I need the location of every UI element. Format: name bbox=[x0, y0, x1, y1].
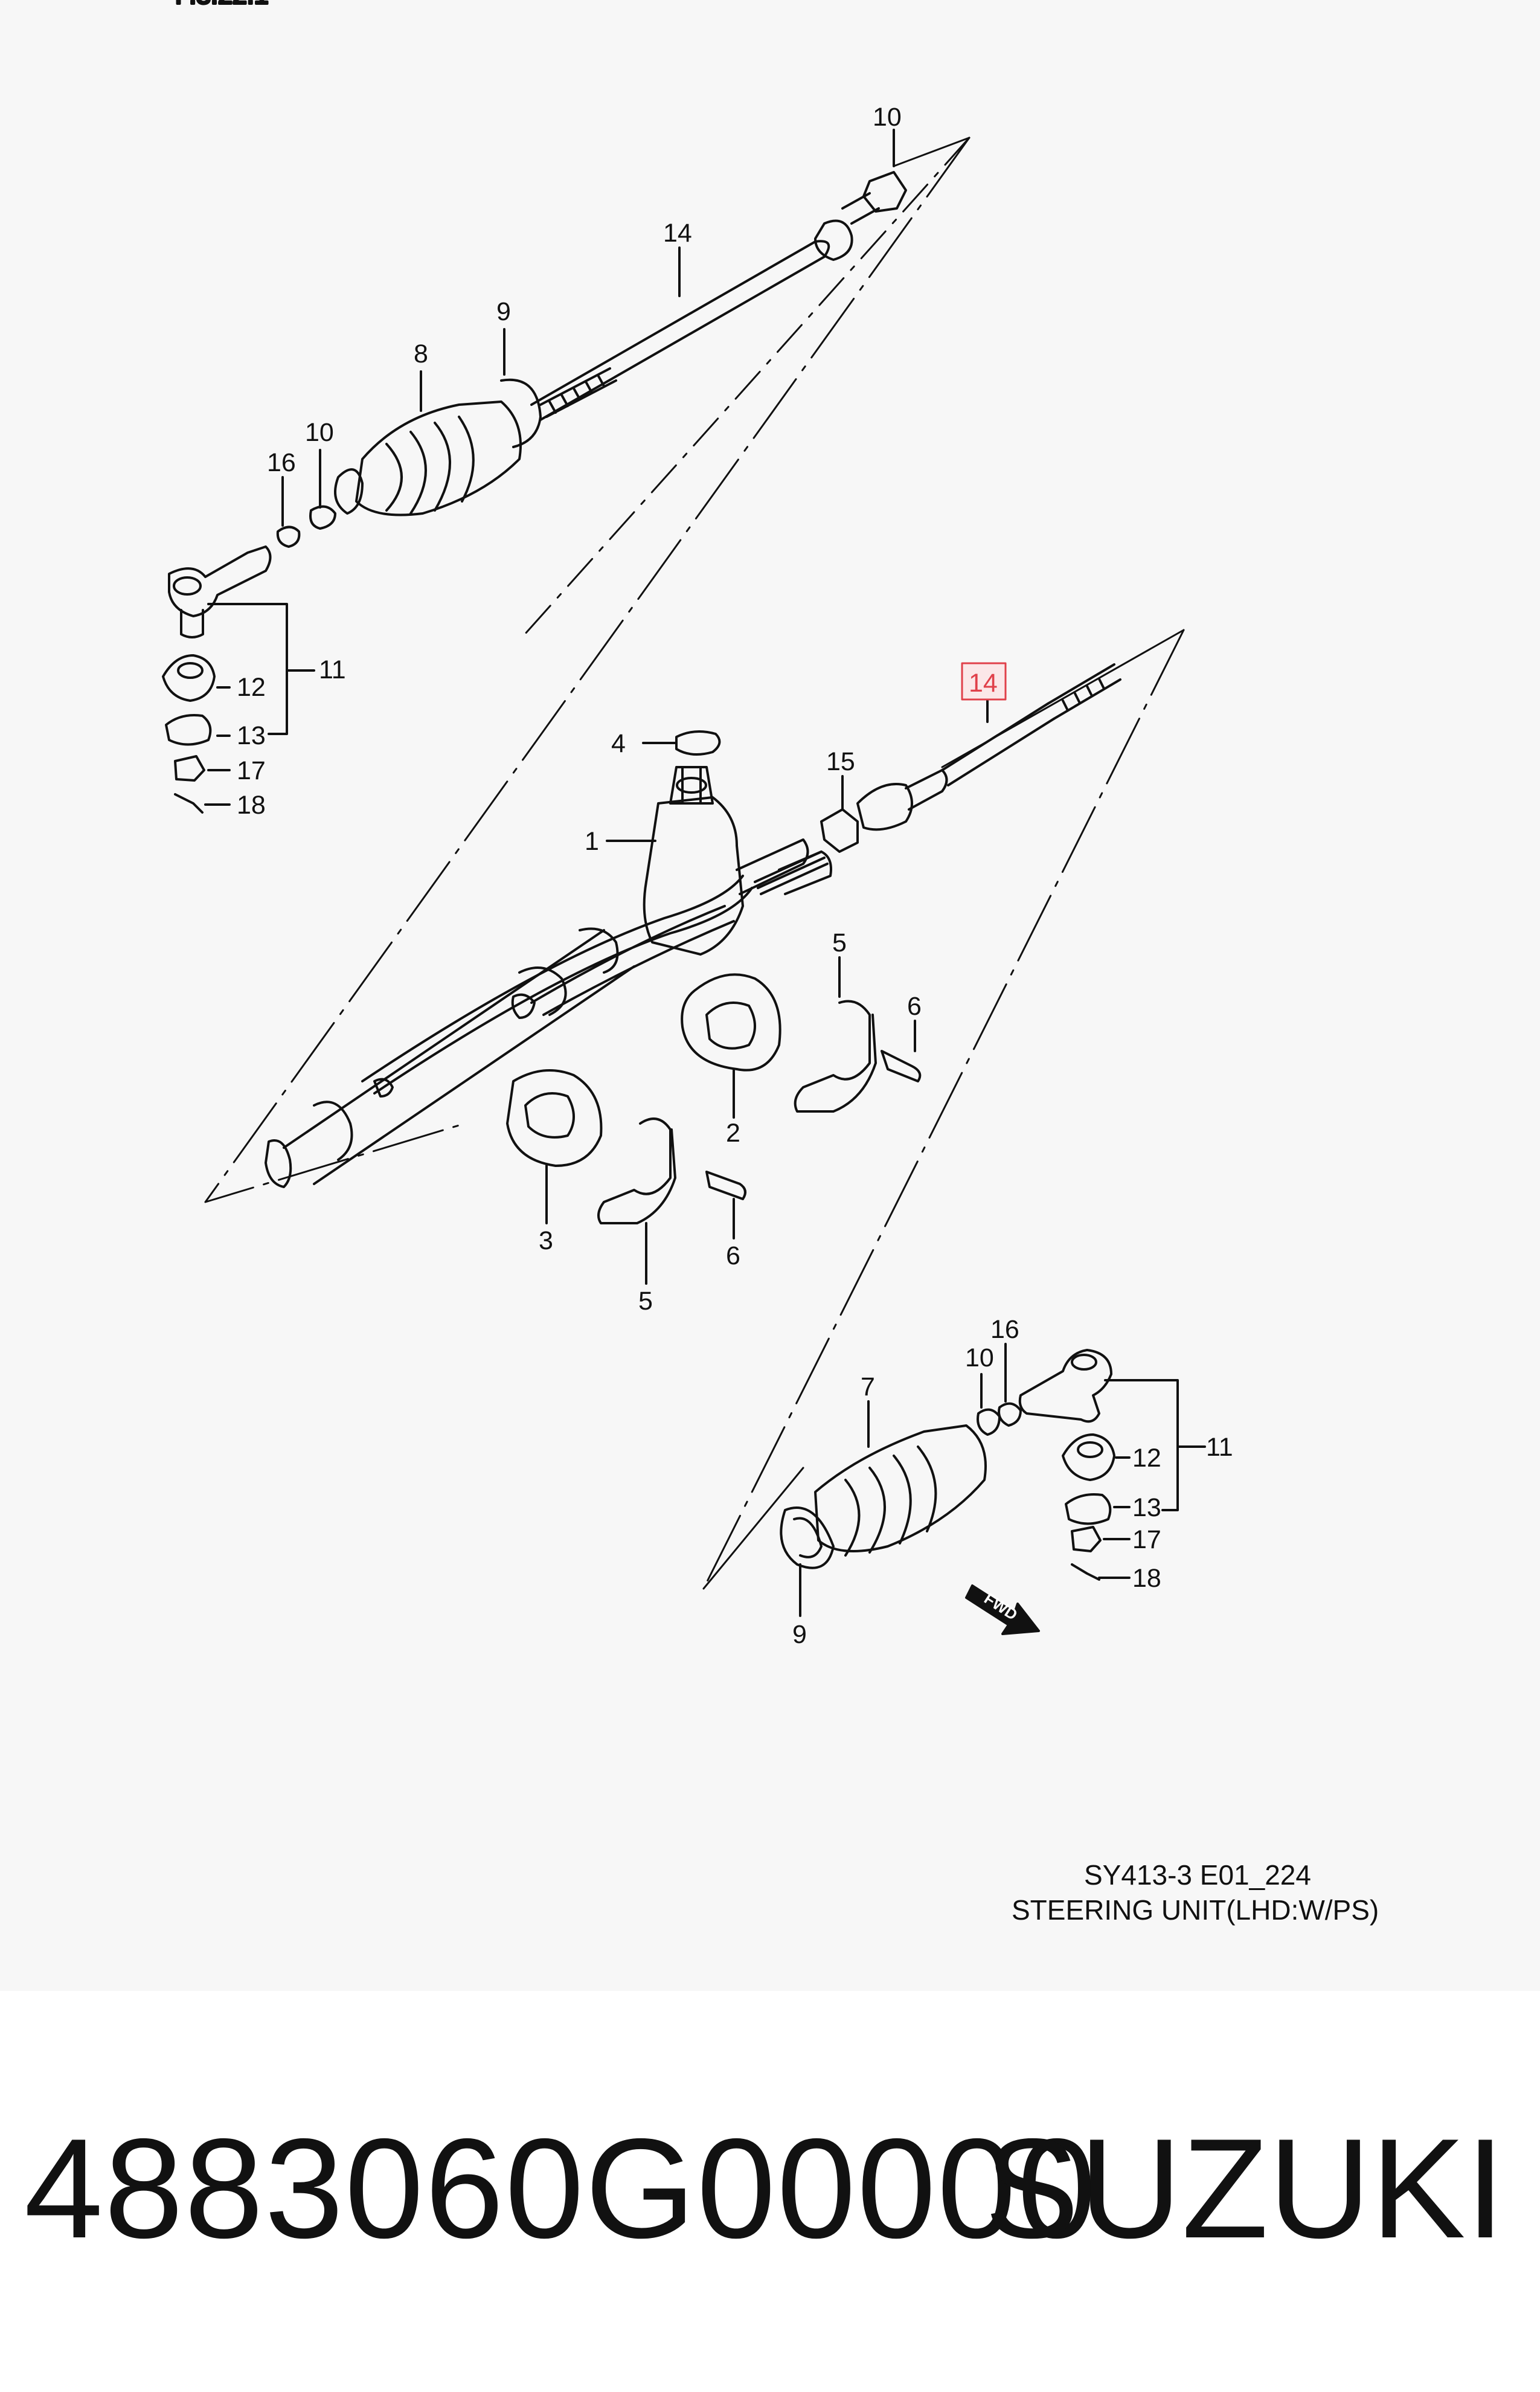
bracket-5-right bbox=[794, 1000, 877, 1113]
brand-name: SUZUKI bbox=[984, 2109, 1505, 2268]
phantom-line-top bbox=[518, 137, 971, 641]
diagram-caption: SY413-3 E01_224 STEERING UNIT(LHD:W/PS) bbox=[1012, 1859, 1379, 1926]
callout-16-left: 16 bbox=[267, 448, 296, 477]
callout-17-left: 17 bbox=[237, 756, 266, 785]
boot-clamp-9-bottom bbox=[780, 1506, 835, 1569]
callout-labels: 10 14 9 8 10 16 11 12 13 17 18 4 1 15 14… bbox=[237, 103, 1233, 1649]
footer-bar bbox=[0, 1991, 1540, 2392]
part-number: 4883060G00000 bbox=[24, 2109, 1098, 2268]
inner-tie-rod-top bbox=[530, 240, 830, 421]
callout-13-right: 13 bbox=[1132, 1493, 1161, 1522]
lower-right-assembly bbox=[702, 1343, 1206, 1635]
phantom-line-bottom bbox=[702, 1467, 804, 1590]
seal-ring-13-right bbox=[1065, 1493, 1112, 1525]
pipe-lines bbox=[361, 875, 753, 1095]
callout-16-right: 16 bbox=[990, 1315, 1019, 1344]
callout-3: 3 bbox=[539, 1226, 553, 1255]
callout-6-right: 6 bbox=[907, 992, 922, 1021]
callout-14-highlighted[interactable]: 14 bbox=[969, 669, 998, 698]
caption-code: SY413-3 E01_224 bbox=[1084, 1859, 1311, 1891]
fwd-arrow bbox=[965, 1584, 1040, 1635]
callout-13-left: 13 bbox=[237, 721, 266, 750]
bolt-6-bottom bbox=[705, 1171, 746, 1200]
rack-housing-1 bbox=[283, 929, 635, 1185]
callout-11-left: 11 bbox=[319, 655, 346, 684]
callout-8: 8 bbox=[414, 339, 428, 368]
locknut-15 bbox=[820, 808, 859, 853]
callout-10-right: 10 bbox=[965, 1343, 994, 1372]
callout-5-right: 5 bbox=[832, 928, 847, 957]
valve-body bbox=[643, 796, 744, 956]
callout-10-left: 10 bbox=[305, 418, 334, 447]
callout-11-right: 11 bbox=[1206, 1433, 1233, 1462]
parts-diagram: P.3.22.1 bbox=[162, 0, 1379, 1926]
bracket-5-bottom bbox=[597, 1117, 676, 1224]
castle-nut-17-left bbox=[174, 755, 205, 782]
boot-8 bbox=[355, 400, 522, 516]
callout-7: 7 bbox=[861, 1372, 875, 1401]
callout-15: 15 bbox=[826, 747, 855, 776]
tie-rod-end-left bbox=[168, 545, 272, 617]
tie-rod-end-right bbox=[1018, 1349, 1112, 1423]
callout-18-left: 18 bbox=[237, 791, 266, 820]
callout-1: 1 bbox=[585, 827, 599, 856]
page-header-text: P.3.22.1 bbox=[175, 0, 269, 10]
callout-5-bottom: 5 bbox=[638, 1287, 653, 1316]
diagram-panel: P.3.22.1 bbox=[162, 0, 1379, 1926]
dust-seal-12-right bbox=[1062, 1433, 1115, 1481]
callout-18-right: 18 bbox=[1132, 1564, 1161, 1593]
callout-12-right: 12 bbox=[1132, 1444, 1161, 1473]
bushing-2 bbox=[681, 973, 781, 1072]
nut-10-right bbox=[977, 1408, 1001, 1436]
dust-seal-12-left bbox=[162, 654, 216, 702]
castle-nut-17-right bbox=[1071, 1526, 1102, 1552]
thread-top bbox=[539, 367, 617, 418]
boot-clamp-9-top bbox=[500, 378, 542, 448]
callout-14-top: 14 bbox=[663, 219, 692, 248]
callout-9-top: 9 bbox=[496, 297, 511, 326]
rack-housing-assembly bbox=[204, 137, 1185, 1590]
seal-ring-13-left bbox=[165, 714, 212, 746]
washer-16-right bbox=[998, 1402, 1022, 1427]
bolt-6-right bbox=[881, 1050, 922, 1082]
cotter-pin-18-right bbox=[1071, 1563, 1100, 1581]
washer-16-left bbox=[276, 526, 301, 548]
callout-12-left: 12 bbox=[237, 673, 266, 702]
callout-4: 4 bbox=[611, 729, 626, 758]
lock-nut-10-top bbox=[862, 171, 907, 213]
cotter-pin-18-left bbox=[174, 793, 204, 814]
phantom-line-left bbox=[204, 137, 971, 1203]
highlight-box-14 bbox=[961, 662, 1007, 701]
upper-left-assembly bbox=[162, 129, 971, 814]
thread-14 bbox=[1047, 663, 1121, 720]
boot-7 bbox=[814, 1424, 987, 1552]
callout-10-top: 10 bbox=[873, 103, 902, 132]
callout-9-bottom: 9 bbox=[792, 1620, 807, 1649]
callout-2: 2 bbox=[726, 1119, 740, 1148]
phantom-line-right bbox=[702, 629, 1185, 1590]
caption-title: STEERING UNIT(LHD:W/PS) bbox=[1012, 1894, 1379, 1926]
bushing-3 bbox=[506, 1069, 603, 1167]
callout-17-right: 17 bbox=[1132, 1525, 1161, 1554]
inner-tie-rod-14 bbox=[856, 783, 913, 831]
callout-6-bottom: 6 bbox=[726, 1241, 740, 1270]
mount-parts bbox=[506, 956, 922, 1285]
nut-10-left bbox=[309, 505, 336, 530]
washer-4 bbox=[675, 730, 721, 756]
